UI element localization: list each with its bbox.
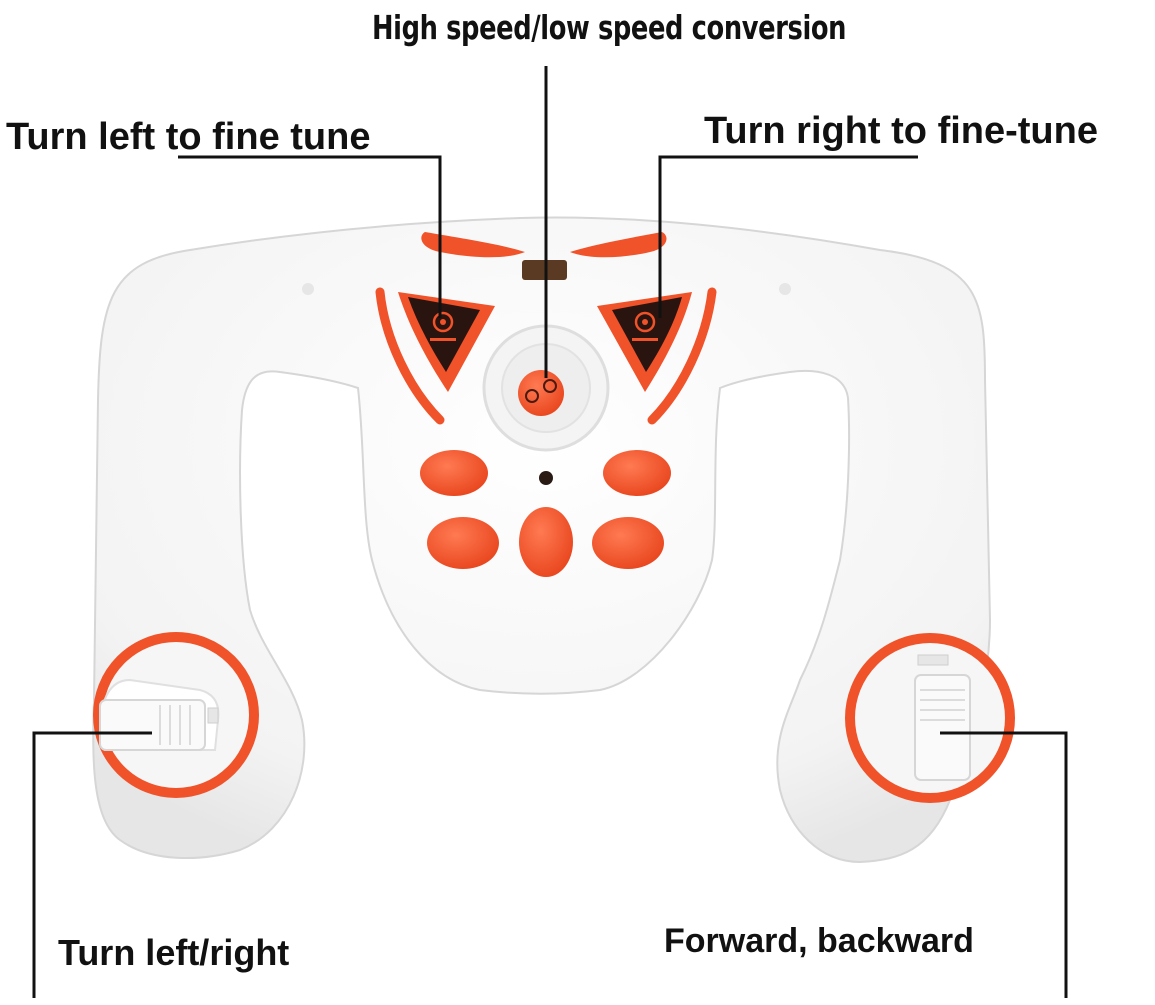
leader-turn <box>32 731 152 998</box>
function-button-1[interactable] <box>420 450 488 496</box>
screw-hole-right <box>779 283 791 295</box>
label-speed-conversion: High speed/low speed conversion <box>372 8 847 47</box>
function-button-4[interactable] <box>519 507 573 577</box>
label-forward-backward: Forward, backward <box>664 922 974 960</box>
trim-right-icon <box>632 311 658 341</box>
leader-forward <box>940 731 1068 998</box>
top-ridge-left <box>421 232 525 258</box>
function-button-3[interactable] <box>427 517 499 569</box>
leader-lines <box>32 66 1068 998</box>
function-button-5[interactable] <box>592 517 664 569</box>
indicator-led <box>539 471 553 485</box>
speed-toggle-icon <box>525 379 557 403</box>
leader-trim-right <box>658 155 918 318</box>
left-stick[interactable] <box>93 632 259 798</box>
leader-trim-left <box>178 155 442 318</box>
label-turn-left-right: Turn left/right <box>58 932 290 973</box>
label-turn-right-fine-tune: Turn right to fine-tune <box>704 110 1098 152</box>
trim-right-button[interactable] <box>597 287 717 425</box>
label-turn-left-fine-tune: Turn left to fine tune <box>6 116 371 158</box>
screw-hole-left <box>302 283 314 295</box>
right-stick[interactable] <box>845 633 1015 803</box>
trim-left-icon <box>430 311 456 341</box>
trim-left-button[interactable] <box>375 287 495 425</box>
function-button-2[interactable] <box>603 450 671 496</box>
speed-toggle-button[interactable] <box>482 324 610 452</box>
top-ridge-right <box>570 232 667 258</box>
